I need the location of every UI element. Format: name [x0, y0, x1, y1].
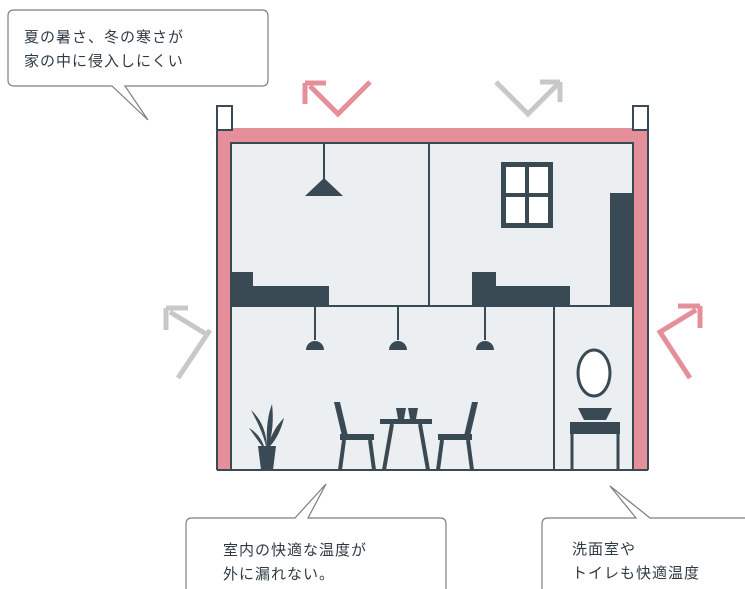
callout-bottom-left — [185, 483, 447, 589]
bed-left — [231, 272, 329, 306]
pendant-lamp-1 — [306, 306, 324, 350]
arrow-out-right-icon — [656, 303, 703, 380]
potted-plant — [249, 404, 284, 470]
wardrobe — [610, 193, 633, 306]
callout-top-line2: 家の中に侵入しにくい — [24, 52, 184, 70]
callout-bottom-right-bubble — [541, 485, 745, 589]
callout-bottom-right — [541, 485, 745, 589]
callout-bottom-left-bubble — [185, 483, 447, 589]
callout-bottom-left-text: 室内の快適な温度が 外に漏れない。 — [223, 538, 367, 586]
house — [216, 105, 649, 471]
arrow-out-up-right-icon — [494, 79, 563, 118]
arrow-out-up-left-icon — [302, 80, 372, 118]
pendant-lamp-3 — [476, 306, 494, 350]
parapet-left — [216, 105, 233, 131]
mirror — [576, 348, 612, 398]
callout-bottom-right-line2: トイレも快適温度 — [572, 564, 701, 582]
callout-top-text: 夏の暑さ、冬の寒さが 家の中に侵入しにくい — [24, 25, 184, 73]
callout-bottom-left-line2: 外に漏れない。 — [223, 565, 336, 583]
pendant-lamp-upper — [305, 143, 343, 196]
callout-bottom-left-line1: 室内の快適な温度が — [223, 541, 368, 559]
window — [501, 162, 553, 228]
dining-table — [380, 408, 432, 471]
pendant-lamp-2 — [389, 306, 407, 350]
callout-top-bubble — [7, 9, 269, 121]
callout-top-line1: 夏の暑さ、冬の寒さが — [24, 28, 185, 46]
callout-bottom-right-line1: 洗面室や — [572, 540, 637, 558]
dining-chair-right — [436, 402, 478, 471]
dining-chair-left — [334, 402, 376, 471]
washbasin-vanity — [570, 408, 620, 470]
arrow-out-left-icon — [163, 305, 213, 380]
bed-right — [472, 272, 570, 306]
callout-top — [7, 9, 269, 121]
parapet-right — [632, 105, 649, 131]
callout-bottom-right-text: 洗面室や トイレも快適温度 — [572, 537, 700, 585]
